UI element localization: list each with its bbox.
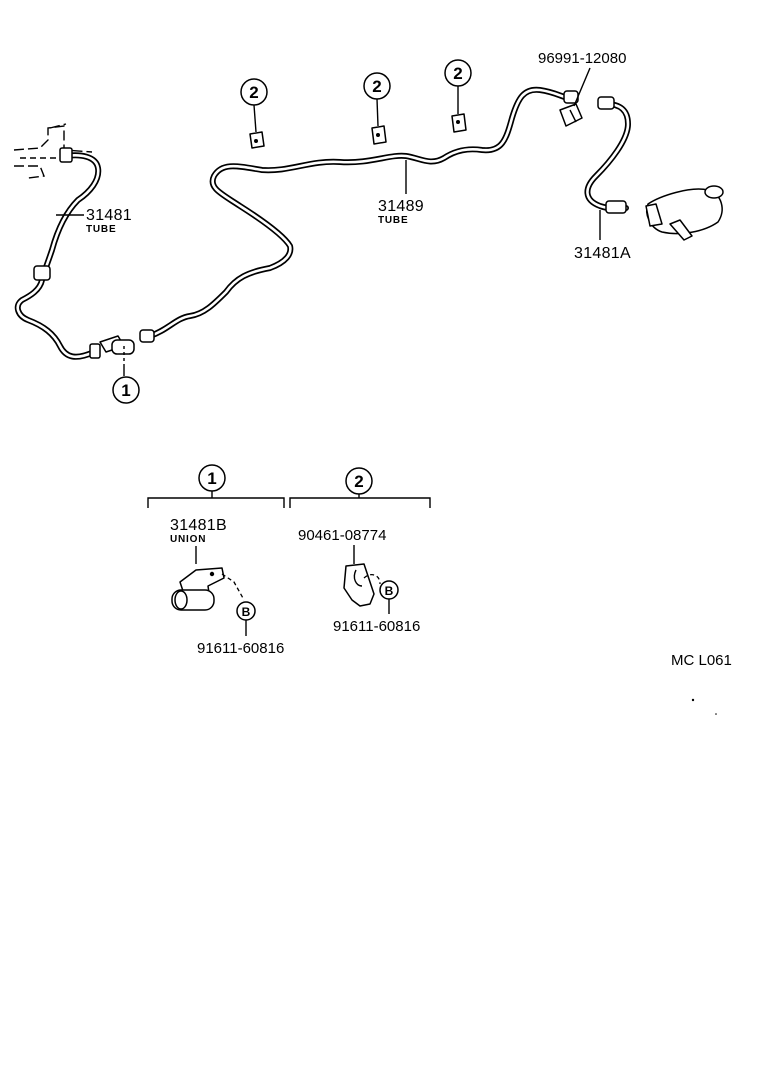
svg-text:1: 1 xyxy=(207,469,216,488)
part-number-31481B: 31481B xyxy=(170,517,227,534)
svg-text:1: 1 xyxy=(121,381,130,400)
svg-text:2: 2 xyxy=(354,472,363,491)
callout-1-top: 1 xyxy=(112,364,140,404)
part-number-31481A: 31481A xyxy=(574,245,631,262)
grommet xyxy=(33,265,51,281)
svg-text:B: B xyxy=(385,584,394,598)
hose-fitting xyxy=(605,200,627,214)
bolt-symbol-b: B xyxy=(236,601,256,621)
label-96991: 96991-12080 xyxy=(538,50,626,107)
detail-1: 1 31481B UNION B 91611-60816 xyxy=(147,464,285,657)
flare-nut xyxy=(89,343,101,359)
speck xyxy=(691,698,695,702)
label-31489: 31489 TUBE xyxy=(378,160,424,226)
callout-2-b: 2 xyxy=(363,72,391,127)
union-inline xyxy=(99,335,135,362)
hose-31481A xyxy=(584,96,631,214)
svg-text:2: 2 xyxy=(453,64,462,83)
clamp-1 xyxy=(249,131,265,149)
part-number-91611-60816: 91611-60816 xyxy=(333,618,420,635)
svg-text:2: 2 xyxy=(249,83,258,102)
clamp-2 xyxy=(371,125,387,145)
bolt-symbol-b: B xyxy=(379,580,399,600)
flare-nut xyxy=(59,147,73,163)
svg-text:2: 2 xyxy=(372,77,381,96)
part-desc-union: UNION xyxy=(170,534,206,545)
diagram-code: MC L061 xyxy=(671,652,732,669)
tube-31481 xyxy=(14,147,102,360)
hose-fitting xyxy=(597,96,615,110)
clamp-3 xyxy=(451,113,467,133)
detail-2: 2 90461-08774 B 91611-60816 xyxy=(289,467,431,635)
flare-nut xyxy=(139,329,155,343)
part-number-31489: 31489 xyxy=(378,198,424,215)
clamp-part xyxy=(343,563,375,607)
slave-cylinder xyxy=(645,185,724,241)
tube-31489 xyxy=(139,86,579,343)
svg-text:B: B xyxy=(242,605,251,619)
part-desc-tube: TUBE xyxy=(378,215,408,226)
part-desc-tube: TUBE xyxy=(86,224,116,235)
callout-2-a: 2 xyxy=(240,78,268,133)
part-number-96991-12080: 96991-12080 xyxy=(538,50,626,67)
speck xyxy=(715,713,717,715)
callout-2-c: 2 xyxy=(444,59,472,114)
label-31481A: 31481A xyxy=(574,210,631,262)
part-number-90461-08774: 90461-08774 xyxy=(298,527,386,544)
part-number-31481: 31481 xyxy=(86,207,132,224)
master-cylinder-fragment xyxy=(13,123,93,179)
clip-96991 xyxy=(559,103,583,127)
label-31481: 31481 TUBE xyxy=(56,207,132,235)
union-part xyxy=(171,567,225,611)
part-number-91611-60816: 91611-60816 xyxy=(197,640,284,657)
